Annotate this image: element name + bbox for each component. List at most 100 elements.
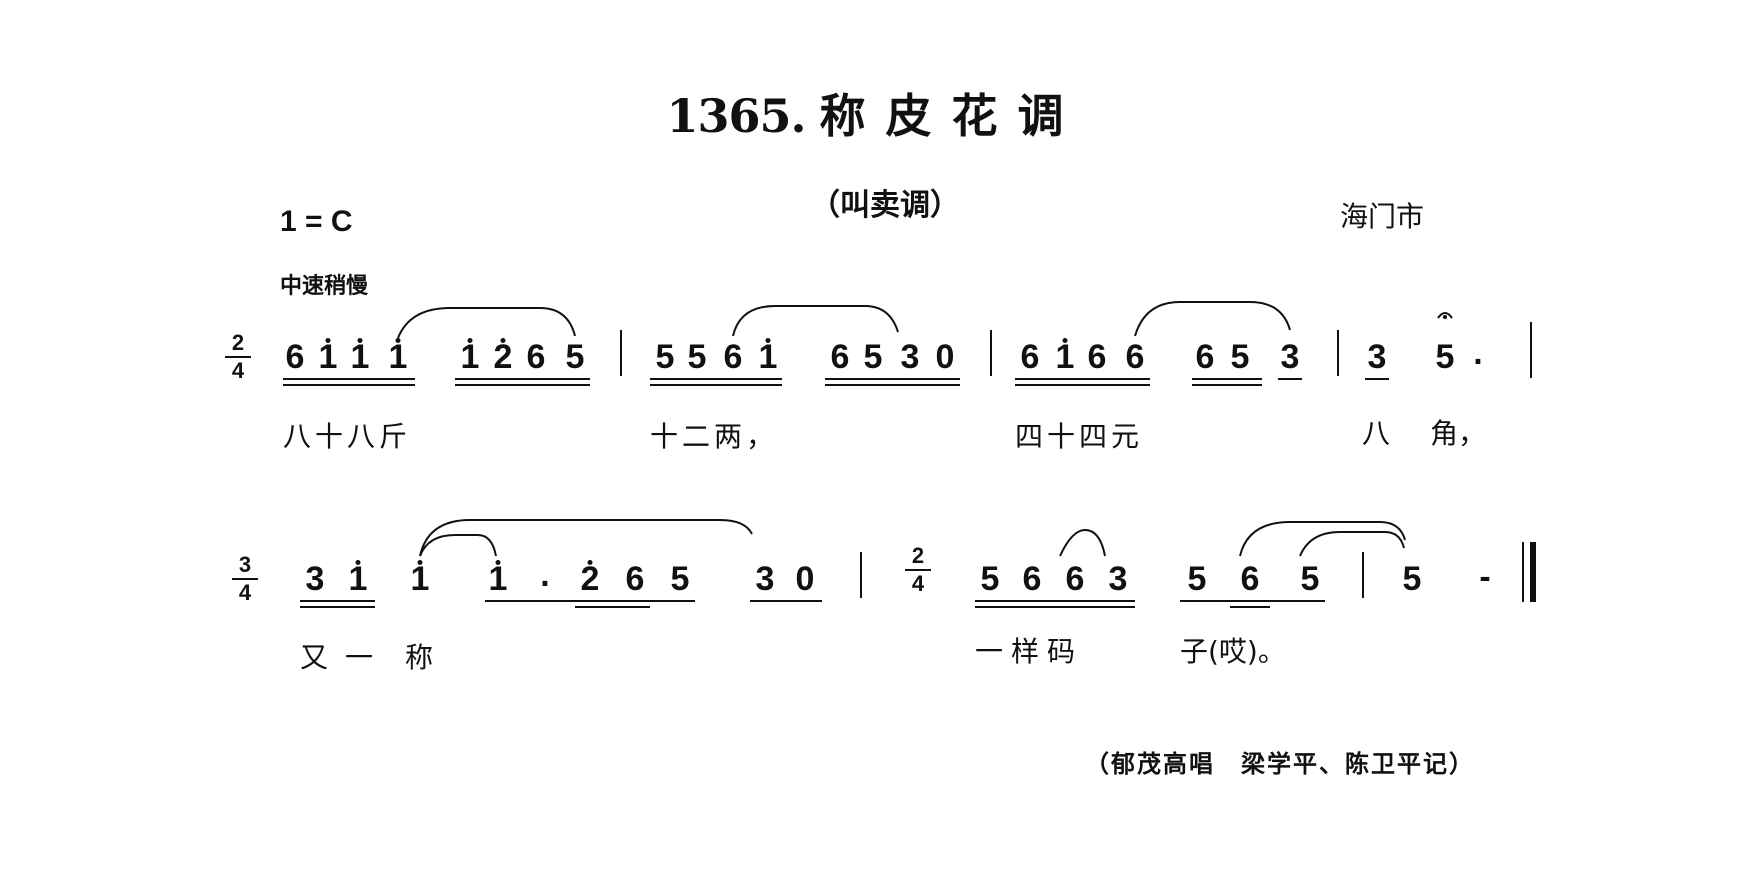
note: 1 xyxy=(350,338,370,376)
octave-dot xyxy=(325,338,331,343)
beam-line xyxy=(455,378,590,380)
slur xyxy=(1299,531,1405,557)
barline xyxy=(620,330,622,376)
beam-line xyxy=(1278,378,1302,380)
song-number: 1365. xyxy=(666,89,806,143)
note: 3 xyxy=(305,560,325,598)
song-subtitle: （叫卖调） xyxy=(810,188,960,223)
note: 6 xyxy=(1125,338,1145,376)
fermata xyxy=(1437,312,1453,319)
note: 5 xyxy=(655,338,675,376)
lyric: 十二两， xyxy=(650,420,779,453)
lyric: 一样码 xyxy=(975,635,1084,668)
beam-line xyxy=(300,606,375,608)
note: 1 xyxy=(758,338,778,376)
slur xyxy=(732,305,899,337)
note: 1 xyxy=(410,560,430,598)
note: 6 xyxy=(1240,560,1260,598)
note: 6 xyxy=(1022,560,1042,598)
note: 6 xyxy=(723,338,743,376)
beam-line xyxy=(1015,378,1150,380)
lyric: 一 xyxy=(345,641,374,674)
slur xyxy=(419,519,753,557)
lyric: 四十四元 xyxy=(1015,420,1144,453)
note: 1 xyxy=(1055,338,1075,376)
note: 3 xyxy=(900,338,920,376)
octave-dot xyxy=(355,560,361,565)
note: 0 xyxy=(935,338,955,376)
beam-line xyxy=(975,606,1135,608)
note: 5 xyxy=(863,338,883,376)
octave-dot xyxy=(357,338,363,343)
barline xyxy=(1362,552,1364,598)
octave-dot xyxy=(500,338,506,343)
note: 2 xyxy=(493,338,513,376)
fermata-dot xyxy=(1443,315,1447,319)
note: 2 xyxy=(580,560,600,598)
lyric: 又 xyxy=(300,641,329,674)
beam-line xyxy=(1192,378,1262,380)
barline xyxy=(990,330,992,376)
note: 5 xyxy=(565,338,585,376)
song-region: 海门市 xyxy=(1340,200,1425,233)
beam-line xyxy=(300,600,375,602)
note: 6 xyxy=(830,338,850,376)
note: 6 xyxy=(1087,338,1107,376)
beam-line xyxy=(650,378,782,380)
note: 3 xyxy=(1108,560,1128,598)
note: 1 xyxy=(488,560,508,598)
beam-line xyxy=(283,384,415,386)
beam-line xyxy=(1015,384,1150,386)
dash: - xyxy=(1479,558,1491,596)
beam-line xyxy=(750,600,822,602)
lyric: 八 xyxy=(1362,417,1391,450)
beam-line xyxy=(825,378,960,380)
slur xyxy=(419,534,497,557)
final-barline-thick xyxy=(1530,542,1536,602)
augmentation-dot: . xyxy=(1473,334,1483,372)
octave-dot xyxy=(417,560,423,565)
beam-line xyxy=(1192,384,1262,386)
note: 6 xyxy=(1065,560,1085,598)
beam-line xyxy=(283,378,415,380)
beam-line xyxy=(455,384,590,386)
note: 6 xyxy=(526,338,546,376)
augmentation-dot: . xyxy=(540,556,550,594)
note: 6 xyxy=(1195,338,1215,376)
beam-line xyxy=(575,606,650,608)
beam-line xyxy=(1230,606,1270,608)
octave-dot xyxy=(395,338,401,343)
note: 6 xyxy=(285,338,305,376)
note: 5 xyxy=(1402,560,1422,598)
slur xyxy=(1239,521,1406,557)
note: 5 xyxy=(1300,560,1320,598)
final-barline-thin xyxy=(1522,542,1524,602)
note: 1 xyxy=(388,338,408,376)
beam-line xyxy=(825,384,960,386)
note: 6 xyxy=(1020,338,1040,376)
note: 3 xyxy=(1280,338,1300,376)
song-title: 1365.称皮花调 xyxy=(0,80,1750,146)
note: 5 xyxy=(1187,560,1207,598)
octave-dot xyxy=(1062,338,1068,343)
note: 5 xyxy=(687,338,707,376)
credit-line: （郁茂高唱 梁学平、陈卫平记） xyxy=(1085,750,1475,778)
octave-dot xyxy=(467,338,473,343)
note: 5 xyxy=(1230,338,1250,376)
lyric: 子(哎)。 xyxy=(1180,635,1286,668)
note: 1 xyxy=(460,338,480,376)
octave-dot xyxy=(495,560,501,565)
note: 5 xyxy=(1435,338,1455,376)
note: 3 xyxy=(1367,338,1387,376)
note: 1 xyxy=(318,338,338,376)
note: 1 xyxy=(348,560,368,598)
octave-dot xyxy=(765,338,771,343)
note: 5 xyxy=(670,560,690,598)
barline xyxy=(860,552,862,598)
slur xyxy=(1059,528,1106,557)
note: 3 xyxy=(755,560,775,598)
barline xyxy=(1337,330,1339,376)
